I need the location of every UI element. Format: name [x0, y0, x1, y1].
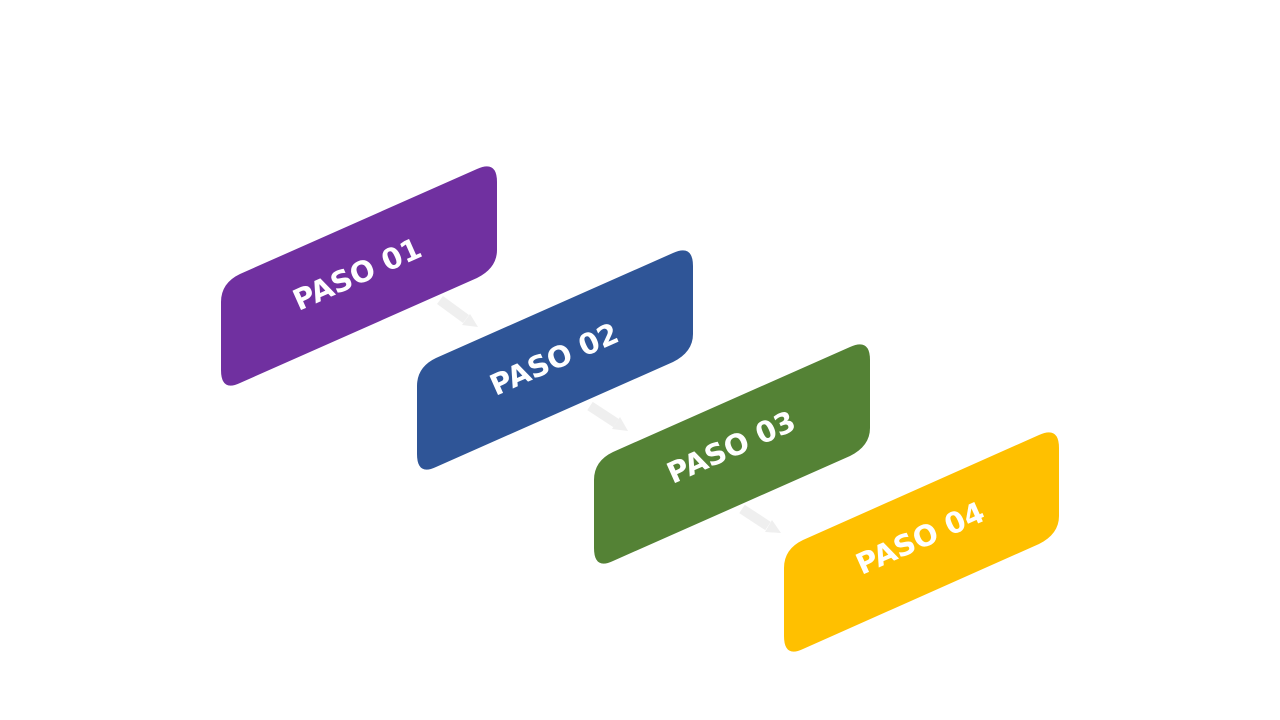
step-card-1: PASO 01	[221, 166, 497, 386]
arrow-1-to-2	[437, 295, 478, 327]
step-card-2: PASO 02	[417, 250, 693, 470]
step-card-3-shape	[594, 344, 870, 564]
arrow-3-to-4	[739, 504, 781, 533]
step-card-3: PASO 03	[594, 344, 870, 564]
step-card-4: PASO 04	[784, 432, 1059, 652]
arrow-2-to-3	[587, 401, 628, 431]
step-card-1-shape	[221, 166, 497, 386]
step-card-4-shape	[784, 432, 1059, 652]
step-card-2-shape	[417, 250, 693, 470]
